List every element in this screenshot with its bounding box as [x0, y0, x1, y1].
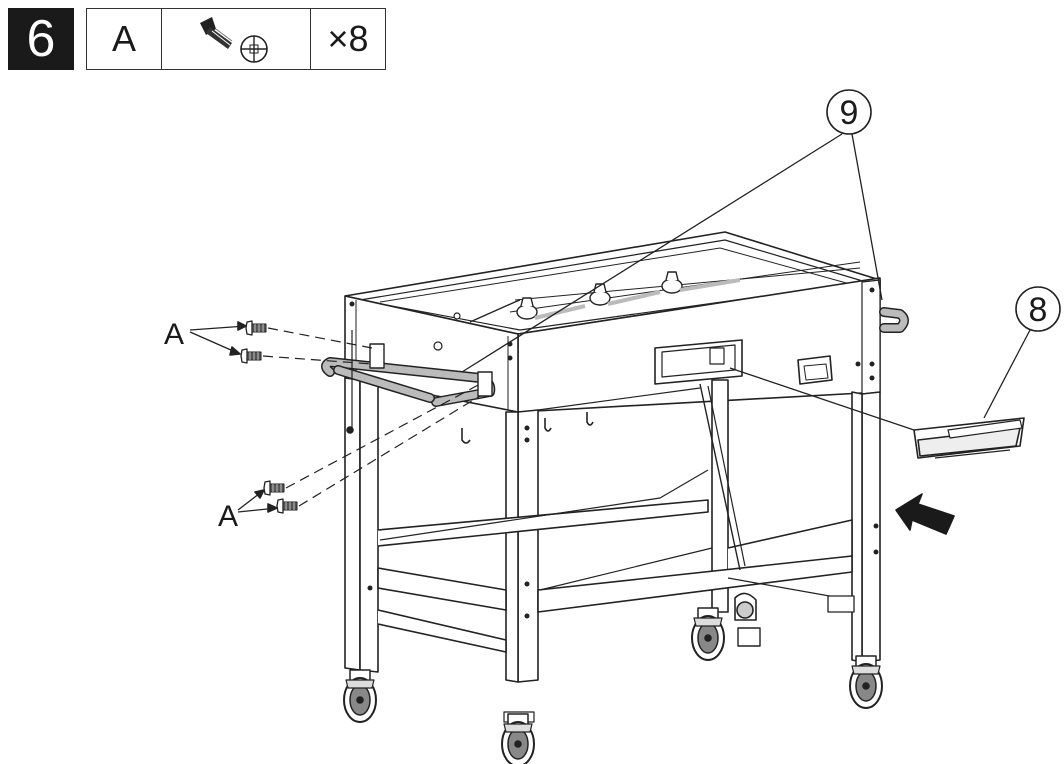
callout-8: 8	[1029, 291, 1048, 329]
screw-label-upper: A	[164, 318, 184, 351]
part-letter: A	[87, 9, 162, 69]
callout-9-circle	[826, 89, 872, 135]
part-quantity: ×8	[327, 18, 369, 59]
callout-8-circle	[1015, 286, 1061, 332]
step-number: 6	[8, 8, 74, 70]
callout-9: 9	[840, 94, 859, 132]
screw-icon	[162, 9, 311, 69]
screw-label-lower: A	[218, 500, 238, 533]
parts-table: A ×8	[86, 8, 386, 70]
